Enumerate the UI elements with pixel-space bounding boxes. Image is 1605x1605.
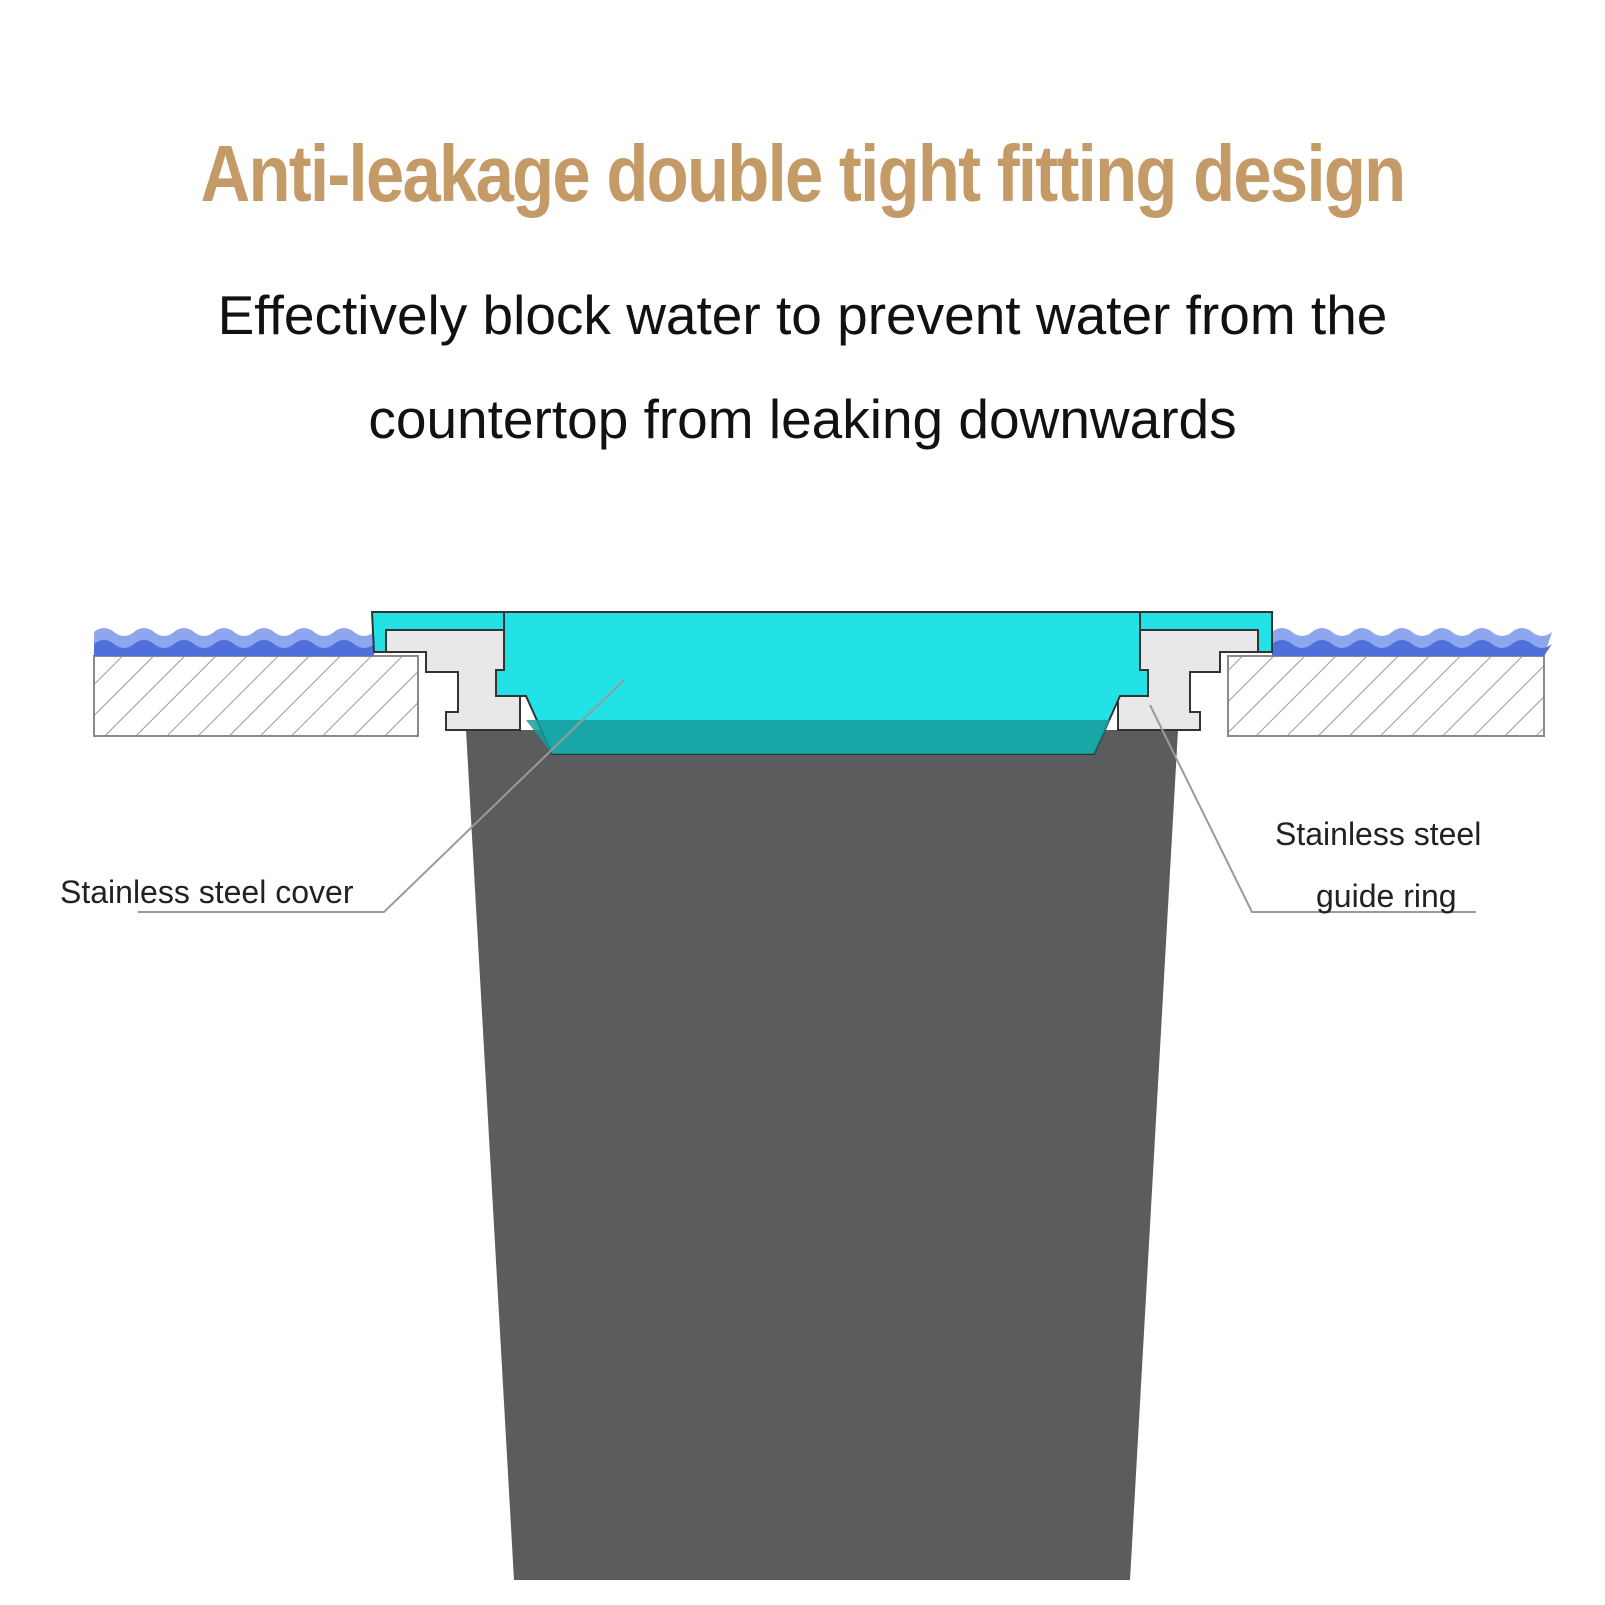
leader-guide-ring <box>1149 704 1476 913</box>
guide-ring-right <box>1117 629 1259 731</box>
countertop-left <box>93 655 419 737</box>
leader-cover <box>138 679 625 913</box>
label-guide-ring-line-1: Stainless steel <box>1275 816 1482 852</box>
label-guide-ring-line-2: guide ring <box>1316 878 1457 914</box>
bin-body <box>466 730 1178 1580</box>
label-stainless-steel-cover: Stainless steel cover <box>60 874 354 910</box>
page-title: Anti-leakage double tight fitting design <box>200 129 1407 218</box>
subtitle-line-1: Effectively block water to prevent water… <box>217 284 1388 346</box>
countertop-right <box>1227 655 1545 737</box>
subtitle-line-2: countertop from leaking downwards <box>368 388 1237 450</box>
